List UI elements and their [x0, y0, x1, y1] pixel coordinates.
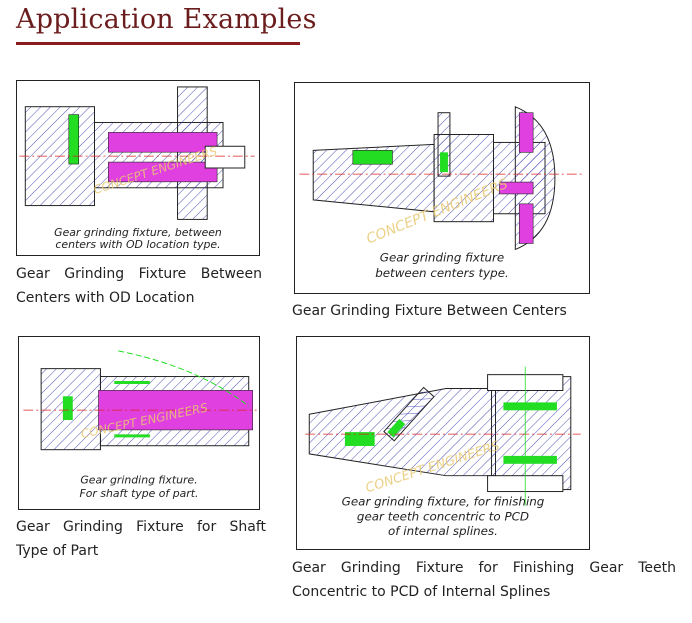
diagram-caption-line: Gear grinding fixture, for finishing: [342, 494, 545, 508]
diagram-caption-line: Gear grinding fixture.: [80, 473, 197, 486]
figure-shaft-type: CONCEPT ENGINEERS Gear grinding fixture.…: [18, 336, 260, 510]
title-underline: [16, 42, 300, 45]
diagram-caption-line: Gear grinding fixture, between: [54, 226, 222, 239]
diagram-caption-line: centers with OD location type.: [55, 238, 220, 251]
figure-caption: Gear Grinding Fixture Between Centers wi…: [16, 266, 262, 306]
fixture-diagram-shaft-type: CONCEPT ENGINEERS Gear grinding fixture.…: [23, 350, 257, 500]
page-title: Application Examples: [16, 4, 317, 35]
figure-caption: Gear Grinding Fixture Between Centers: [292, 303, 567, 319]
fixture-diagram-internal-splines: CONCEPT ENGINEERS Gear grinding fixture,…: [305, 366, 581, 538]
figure-between-centers: CONCEPT ENGINEERS Gear grinding fixture …: [294, 82, 590, 294]
figure-caption: Gear Grinding Fixture for Shaft Type of …: [16, 519, 266, 559]
diagram-caption-line: Gear grinding fixture: [380, 250, 504, 264]
diagram-caption-line: gear teeth concentric to PCD: [357, 509, 529, 523]
fixture-diagram-between-centers: CONCEPT ENGINEERS Gear grinding fixture …: [299, 106, 585, 280]
figure-od-location: CONCEPT ENGINEERS Gear grinding fixture,…: [16, 80, 260, 256]
figure-caption: Gear Grinding Fixture for Finishing Gear…: [292, 560, 676, 600]
diagram-caption-line: between centers type.: [375, 266, 509, 280]
diagram-caption-line: For shaft type of part.: [80, 487, 199, 500]
figure-internal-splines: CONCEPT ENGINEERS Gear grinding fixture,…: [296, 336, 590, 550]
fixture-diagram-od-location: CONCEPT ENGINEERS Gear grinding fixture,…: [19, 86, 255, 251]
diagram-caption-line: of internal splines.: [388, 524, 498, 538]
